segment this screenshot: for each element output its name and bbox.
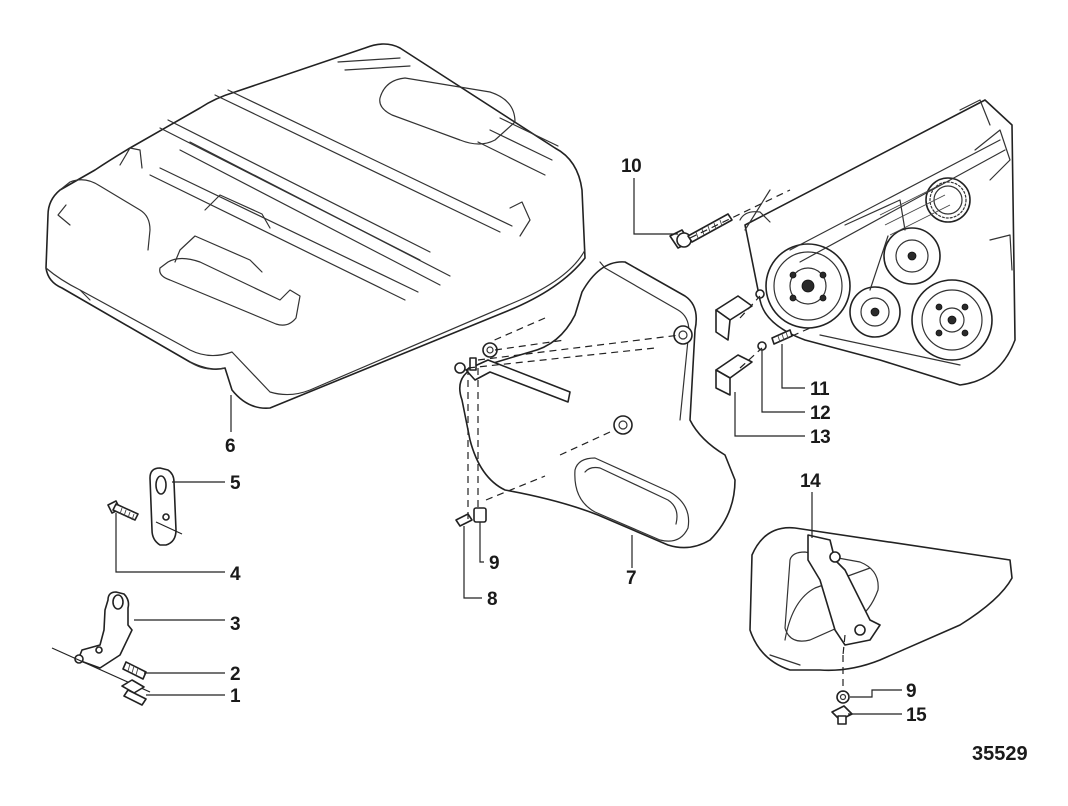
callout-1: 1 (230, 686, 241, 707)
fasteners-lower-guard (831, 690, 853, 725)
callout-7: 7 (626, 568, 636, 589)
callout-4: 4 (230, 564, 241, 585)
callout-8: 8 (487, 589, 497, 610)
callout-6: 6 (225, 436, 235, 457)
callout-2: 2 (230, 664, 240, 685)
callout-12: 12 (810, 403, 830, 424)
fastener-part-8 (455, 513, 473, 527)
callout-5: 5 (230, 473, 241, 494)
spacer-part-13-upper (715, 295, 753, 341)
bracket-part-5 (149, 467, 183, 546)
callout-3: 3 (230, 614, 240, 635)
bolt-part-1 (121, 679, 147, 706)
bolt-part-10 (669, 213, 733, 249)
leader-lines (115, 178, 902, 715)
bolt-part-4 (107, 500, 139, 521)
callout-9-left: 9 (489, 553, 499, 574)
callout-14: 14 (800, 471, 821, 492)
callout-10: 10 (621, 156, 641, 177)
upper-bracket (454, 342, 571, 403)
callout-9-right: 9 (906, 681, 916, 702)
callout-13: 13 (810, 427, 830, 448)
lower-guard-part-14 (749, 526, 1013, 672)
spacer-part-13-lower (715, 354, 753, 396)
washer-part-12 (755, 289, 767, 351)
bolt-part-2 (122, 661, 147, 680)
engine-cover-part-6 (45, 43, 586, 409)
callout-labels: 1 2 3 4 5 6 7 8 9 9 10 11 12 13 14 15 35… (225, 156, 1028, 765)
callout-15: 15 (906, 705, 927, 726)
stud-part-11 (771, 329, 793, 345)
callout-11: 11 (810, 379, 830, 400)
figure-number: 35529 (972, 743, 1028, 765)
assembly-lines (467, 189, 846, 692)
engine-pulleys (739, 99, 1016, 386)
spacer-part-9-left (473, 507, 487, 523)
bracket-part-3 (51, 591, 151, 693)
belt-guard-part-7 (459, 261, 736, 549)
